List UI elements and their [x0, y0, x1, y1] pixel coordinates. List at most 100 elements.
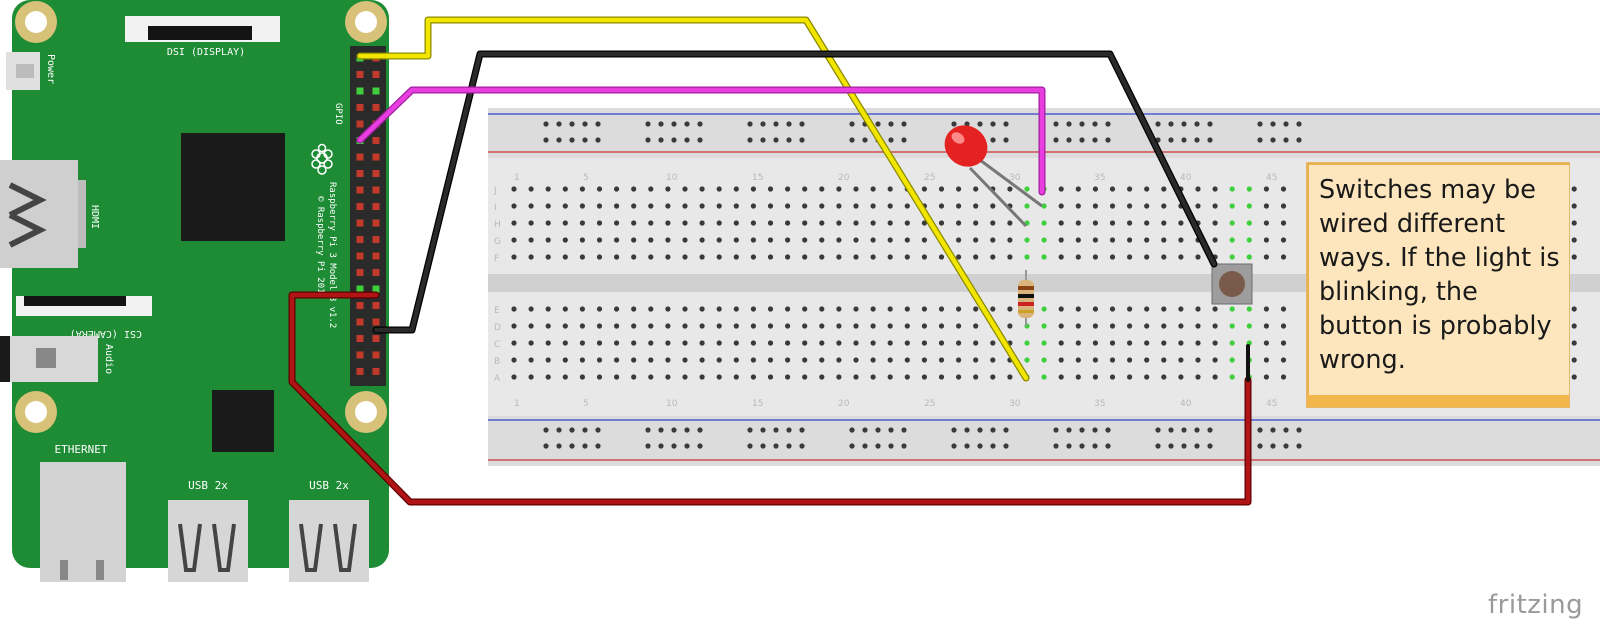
- breadboard-hole: [545, 323, 551, 329]
- breadboard-hole: [760, 121, 766, 127]
- breadboard-hole: [665, 374, 671, 380]
- breadboard-hole: [750, 220, 757, 226]
- col-num-bottom: 1: [514, 399, 520, 409]
- breadboard-hole: [1024, 203, 1030, 209]
- breadboard-hole: [671, 121, 677, 127]
- breadboard-hole: [684, 427, 690, 433]
- breadboard-hole: [596, 340, 603, 346]
- breadboard-hole: [836, 220, 842, 226]
- breadboard-hole: [870, 340, 876, 346]
- breadboard-hole: [1161, 186, 1167, 192]
- breadboard-hole: [595, 427, 601, 433]
- breadboard-hole: [1109, 340, 1116, 346]
- breadboard-hole: [1105, 427, 1111, 433]
- breadboard-hole: [773, 121, 779, 127]
- breadboard-hole: [511, 237, 517, 243]
- breadboard-hole: [595, 443, 601, 449]
- breadboard-hole: [665, 340, 671, 346]
- row-letter: G: [494, 237, 501, 247]
- breadboard-hole: [977, 427, 983, 433]
- breadboard-hole: [819, 203, 825, 209]
- breadboard-hole: [596, 374, 603, 380]
- breadboard-hole: [543, 443, 549, 449]
- breadboard-hole: [921, 220, 928, 226]
- breadboard-hole: [1263, 340, 1269, 346]
- breadboard-hole: [596, 237, 603, 243]
- breadboard-hole: [1263, 203, 1269, 209]
- breadboard-hole: [733, 254, 739, 260]
- breadboard-hole: [682, 220, 688, 226]
- breadboard-hole: [1296, 427, 1302, 433]
- breadboard-hole: [1127, 340, 1133, 346]
- breadboard-hole: [579, 186, 586, 192]
- gpio-pin: [372, 302, 380, 309]
- breadboard-hole: [990, 443, 996, 449]
- wire-black: [373, 51, 1217, 333]
- note-text: Switches may be wired different ways. If…: [1319, 175, 1560, 375]
- gpio-pin: [372, 252, 380, 260]
- breadboard-hole: [733, 374, 739, 380]
- breadboard-hole: [785, 357, 791, 363]
- gpio-pin: [356, 236, 364, 243]
- breadboard-hole: [951, 443, 957, 449]
- gpio-pin: [372, 335, 380, 342]
- breadboard-hole: [799, 137, 805, 143]
- breadboard-hole: [819, 186, 825, 192]
- breadboard-hole: [648, 340, 654, 346]
- breadboard-hole: [853, 340, 859, 346]
- breadboard-hole: [870, 357, 876, 363]
- breadboard-hole: [1571, 220, 1577, 226]
- breadboard-hole: [1280, 340, 1287, 346]
- breadboard-hole: [1058, 323, 1064, 329]
- row-letter: I: [494, 203, 497, 213]
- sticky-note-fold: [1307, 395, 1569, 407]
- breadboard-hole: [767, 323, 774, 329]
- breadboard-hole: [579, 220, 586, 226]
- breadboard-hole: [1168, 121, 1174, 127]
- breadboard-hole: [750, 357, 757, 363]
- breadboard-hole: [1075, 203, 1081, 209]
- breadboard-hole: [582, 427, 588, 433]
- breadboard-hole: [665, 220, 671, 226]
- breadboard-hole: [836, 254, 842, 260]
- breadboard-hole: [990, 340, 996, 346]
- breadboard-hole: [799, 121, 805, 127]
- breadboard-hole: [1092, 323, 1098, 329]
- col-num-bottom: 45: [1266, 399, 1277, 409]
- breadboard-hole: [747, 427, 753, 433]
- breadboard-hole: [849, 443, 855, 449]
- breadboard-hole: [1041, 340, 1047, 346]
- breadboard-hole: [1283, 121, 1289, 127]
- breadboard-hole: [1178, 323, 1184, 329]
- breadboard-hole: [1161, 357, 1167, 363]
- breadboard-hole: [870, 186, 876, 192]
- breadboard-hole: [543, 121, 549, 127]
- csi-label: CSI (CAMERA): [70, 328, 142, 339]
- breadboard-hole: [543, 427, 549, 433]
- breadboard-hole: [665, 203, 671, 209]
- breadboard-hole: [545, 237, 551, 243]
- breadboard-hole: [870, 323, 876, 329]
- breadboard-hole: [579, 306, 586, 312]
- breadboard-hole: [767, 357, 774, 363]
- breadboard-hole: [1212, 186, 1218, 192]
- col-num-top: 30: [1009, 173, 1021, 183]
- breadboard-hole: [1092, 237, 1098, 243]
- breadboard-hole: [1229, 186, 1235, 192]
- breadboard-hole: [1144, 186, 1150, 192]
- row-letter: C: [494, 340, 500, 350]
- breadboard-hole: [648, 203, 654, 209]
- breadboard-hole: [614, 357, 620, 363]
- breadboard-hole: [528, 237, 534, 243]
- breadboard-hole: [511, 186, 517, 192]
- breadboard-hole: [1003, 443, 1009, 449]
- gpio-pin: [356, 87, 364, 95]
- breadboard-hole: [973, 357, 979, 363]
- breadboard-hole: [750, 186, 757, 192]
- breadboard-hole: [545, 203, 551, 209]
- breadboard-hole: [579, 203, 586, 209]
- breadboard-hole: [1092, 254, 1098, 260]
- gpio-pin: [356, 285, 364, 293]
- breadboard-hole: [904, 374, 910, 380]
- breadboard-hole: [853, 203, 859, 209]
